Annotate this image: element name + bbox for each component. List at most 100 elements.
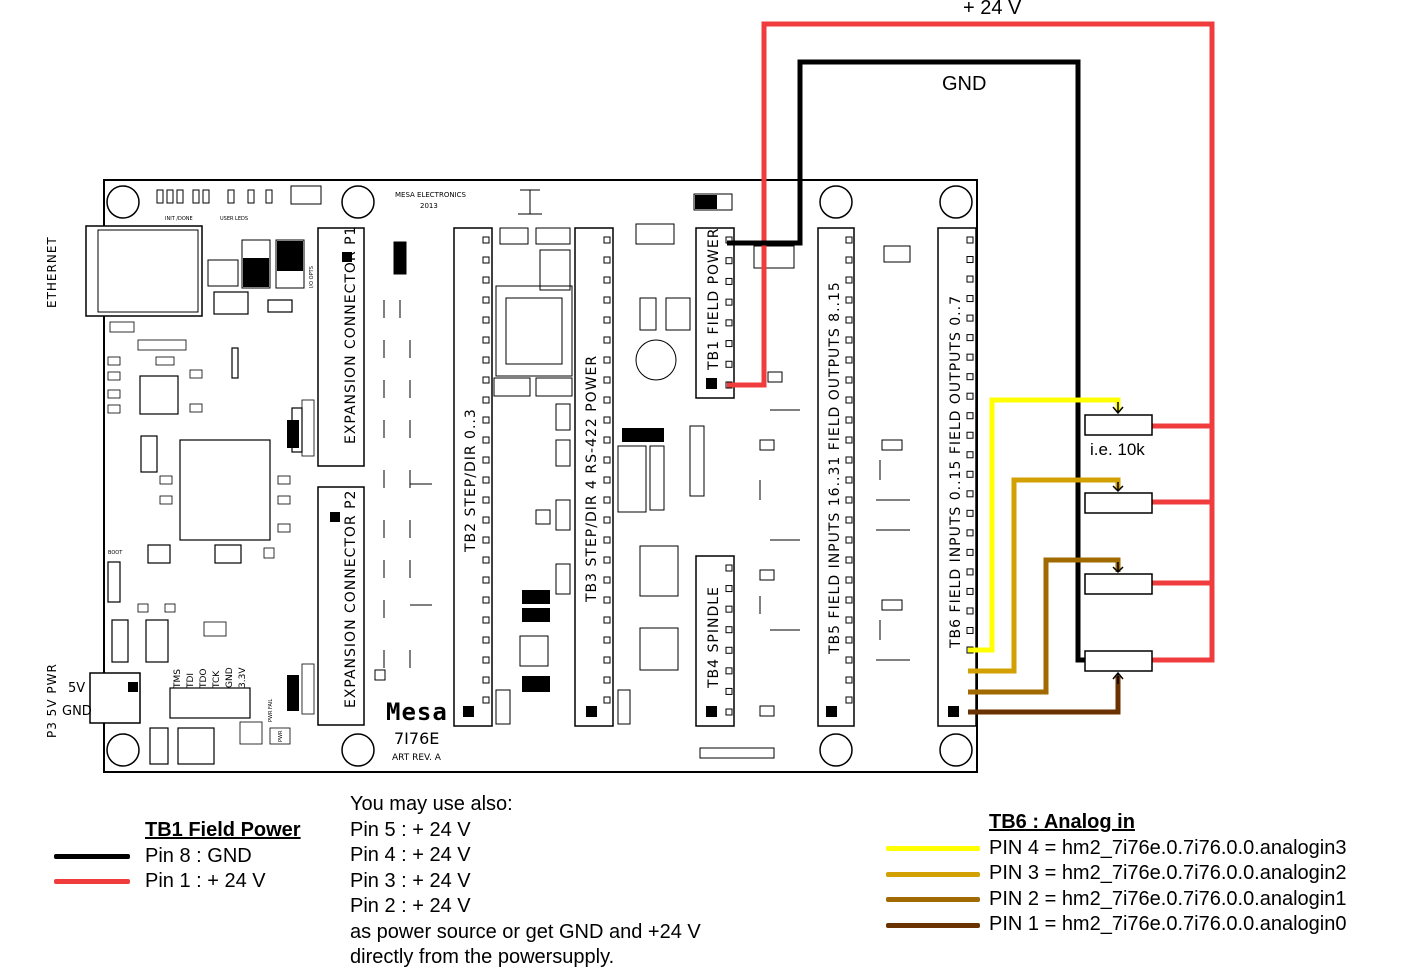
terminal-pin (845, 516, 853, 524)
tb5-connector: TB5 FIELD INPUTS 16..31 FIELD OUTPUTS 8.… (817, 227, 855, 727)
tb6-connector: TB6 FIELD INPUTS 0..15 FIELD OUTPUTS 0..… (937, 227, 977, 727)
terminal-pin (482, 436, 490, 444)
terminal-pin (845, 496, 853, 504)
terminal-pin (966, 509, 974, 517)
terminal-pin (603, 496, 611, 504)
svg-text:TDI: TDI (186, 673, 196, 689)
mesa-7i76e-board: ETHERNET P3 5V PWR 5V GND INIT /DONE USE… (45, 179, 978, 773)
legend-tb6-item: PIN 1 = hm2_7i76e.0.7i76.0.0.analogin0 (989, 913, 1347, 935)
legend-tb6-item: PIN 2 = hm2_7i76e.0.7i76.0.0.analogin1 (989, 887, 1347, 910)
terminal-pin (603, 416, 611, 424)
svg-text:TMS: TMS (173, 669, 183, 689)
power-wiring (727, 21, 1215, 663)
terminal-pin (966, 314, 974, 322)
terminal-pin (845, 256, 853, 264)
terminal-pin (845, 396, 853, 404)
svg-text:3.3V: 3.3V (238, 667, 248, 688)
terminal-pin (482, 296, 490, 304)
small-passives (107, 321, 315, 745)
gnd-wire (727, 59, 1088, 663)
terminal-pin (725, 564, 733, 572)
terminal-pin (966, 256, 974, 264)
terminal-pin (725, 319, 733, 327)
svg-text:TB5 FIELD INPUTS 16..31 FIELD: TB5 FIELD INPUTS 16..31 FIELD OUTPUTS 8.… (827, 281, 843, 655)
stepper-driver-area (493, 189, 573, 725)
terminal-pin (845, 356, 853, 364)
tb2-connector: TB2 STEP/DIR 0..3 (453, 227, 493, 727)
terminal-pin (603, 676, 611, 684)
terminal-pin (482, 416, 490, 424)
legend-pin3-swatch (886, 872, 980, 877)
terminal-pin (603, 316, 611, 324)
legend-pin2-swatch (886, 897, 980, 902)
plus24-wire (727, 21, 1215, 663)
legend-alt-line: Pin 3 : + 24 V (350, 869, 471, 892)
svg-text:TCK: TCK (212, 670, 222, 689)
init-done-label: INIT /DONE (165, 216, 193, 222)
terminal-pin (966, 353, 974, 361)
terminal-pin (966, 587, 974, 595)
terminal-pin (603, 276, 611, 284)
terminal-pin (845, 536, 853, 544)
terminal-pin (725, 646, 733, 654)
legend-pin1-swatch (886, 923, 980, 928)
tb1-connector: TB1 FIELD POWER (695, 227, 735, 399)
p3-label: P3 5V PWR (45, 663, 59, 738)
terminal-pin (966, 334, 974, 342)
potentiometer-2 (1084, 482, 1153, 514)
fpga-chip (107, 291, 303, 765)
terminal-pin (725, 585, 733, 593)
terminal-pin (482, 376, 490, 384)
terminal-pin (966, 607, 974, 615)
terminal-pin (966, 392, 974, 400)
potentiometers (1084, 402, 1153, 684)
terminal-pin (482, 696, 490, 704)
potentiometer-1 (1084, 402, 1153, 436)
p3-gnd-label: GND (62, 704, 92, 719)
year-label: 2013 (420, 202, 438, 210)
potentiometer-3 (1084, 562, 1153, 595)
jumper-w1 (693, 193, 733, 211)
terminal-pin (725, 626, 733, 634)
art-rev-label: ART REV. A (392, 753, 442, 763)
terminal-pin (482, 636, 490, 644)
legend-alt-line: as power source or get GND and +24 V (350, 920, 701, 943)
gnd-wire-label: GND (942, 73, 986, 95)
potentiometer-4 (1084, 650, 1153, 684)
legend-alt-line: Pin 4 : + 24 V (350, 844, 471, 866)
legend-alt-line: You may use also: (350, 793, 513, 815)
terminal-pin (603, 476, 611, 484)
terminal-pin (725, 257, 733, 265)
terminal-pin (603, 576, 611, 584)
terminal-pin (725, 360, 733, 368)
resistor-column (383, 241, 432, 668)
terminal-pin (482, 596, 490, 604)
ethernet-label: ETHERNET (45, 236, 59, 308)
tb3-connector: TB3 STEP/DIR 4 RS-422 POWER (574, 227, 614, 727)
terminal-pin (482, 656, 490, 664)
terminal-pin (845, 376, 853, 384)
terminal-pin (482, 236, 490, 244)
status-leds (156, 185, 322, 205)
terminal-pin (482, 396, 490, 404)
terminal-pin (966, 490, 974, 498)
p3-5v-label: 5V (68, 681, 85, 696)
terminal-pin (966, 626, 974, 634)
legend-tb6-item: PIN 3 = hm2_7i76e.0.7i76.0.0.analogin2 (989, 862, 1347, 884)
terminal-pin (845, 456, 853, 464)
terminal-pin (845, 676, 853, 684)
black-relays (522, 590, 550, 692)
analog-pin1-wire (968, 676, 1121, 715)
terminal-pin (725, 340, 733, 348)
terminal-pin (966, 548, 974, 556)
terminal-pin (966, 568, 974, 576)
terminal-pin (845, 416, 853, 424)
terminal-pin (725, 277, 733, 285)
terminal-pin (845, 616, 853, 624)
option-jumpers (207, 239, 305, 289)
io-opts-label: I/O OPTS (309, 266, 315, 288)
pot-value-label: i.e. 10k (1090, 440, 1145, 459)
passive (374, 669, 386, 681)
terminal-pin (482, 456, 490, 464)
terminal-pin (603, 536, 611, 544)
